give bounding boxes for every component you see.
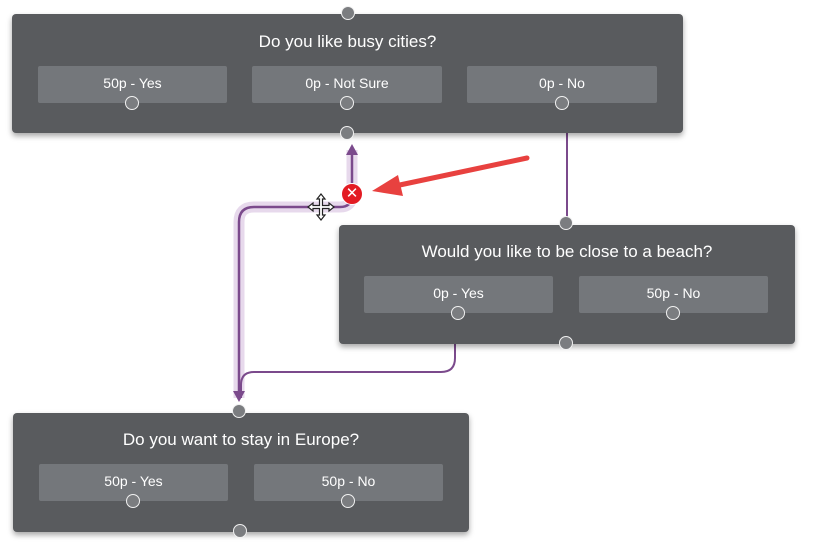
input-port-beach[interactable]	[559, 216, 573, 230]
output-port-cities-yes[interactable]	[125, 96, 139, 110]
output-port-europe-yes[interactable]	[126, 494, 140, 508]
input-port-cities[interactable]	[341, 6, 355, 20]
output-port-europe-bottom[interactable]	[233, 524, 247, 538]
node-title: Do you like busy cities?	[258, 32, 437, 51]
output-port-beach-no[interactable]	[666, 306, 680, 320]
output-port-beach-yes[interactable]	[451, 306, 465, 320]
question-node-beach[interactable]: Would you like to be close to a beach? 0…	[339, 225, 795, 344]
move-cursor-icon	[307, 193, 335, 221]
wire-beach-yes-to-europe[interactable]	[240, 314, 456, 398]
question-node-europe[interactable]: Do you want to stay in Europe? 50p - Yes…	[13, 413, 469, 532]
input-port-europe[interactable]	[232, 404, 246, 418]
output-port-cities-bottom[interactable]	[340, 126, 354, 140]
option-not-sure[interactable]: 0p - Not Sure	[252, 66, 442, 103]
node-title: Do you want to stay in Europe?	[122, 430, 360, 449]
output-port-cities-not-sure[interactable]	[340, 96, 354, 110]
node-title: Would you like to be close to a beach?	[421, 242, 713, 261]
output-port-cities-no[interactable]	[555, 96, 569, 110]
selected-wire-arrowhead-top	[346, 144, 358, 155]
output-port-beach-bottom[interactable]	[559, 336, 573, 350]
output-port-europe-no[interactable]	[341, 494, 355, 508]
close-circle-icon[interactable]: ✕	[341, 183, 363, 205]
